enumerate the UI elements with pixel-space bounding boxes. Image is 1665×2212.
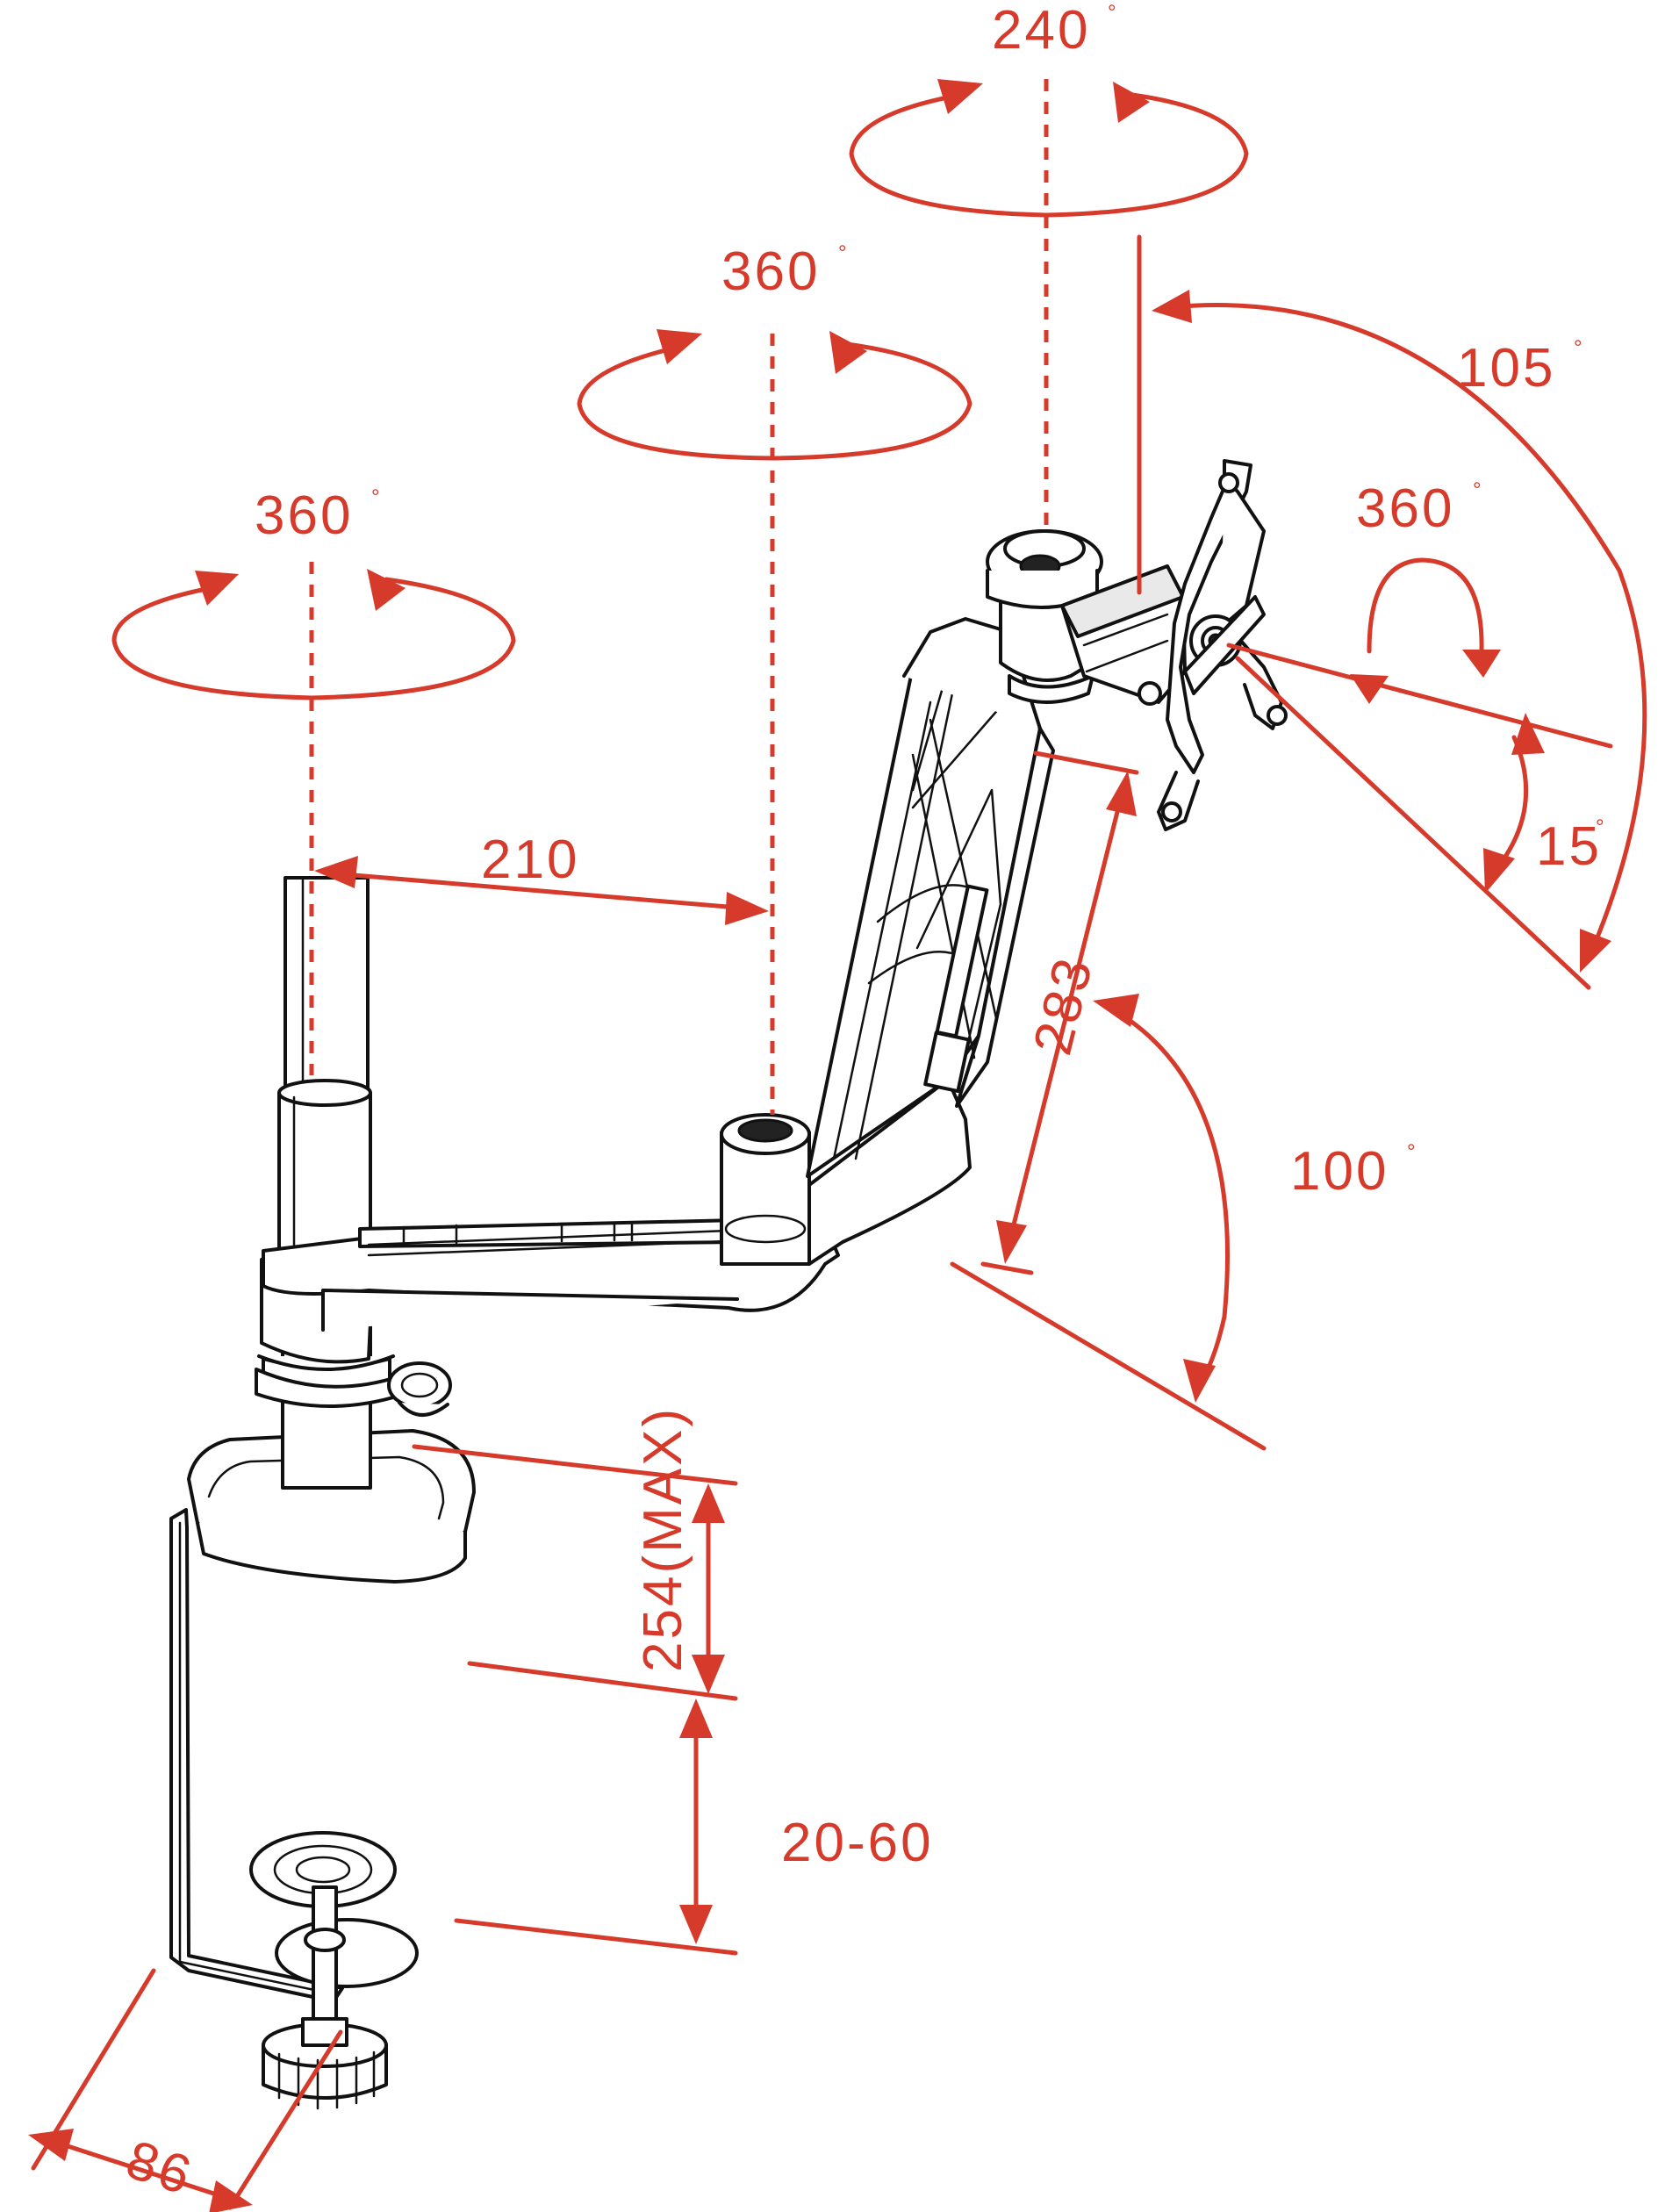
dimension-overlay (28, 79, 1647, 2212)
label-base-width: 86 (119, 2129, 201, 2208)
degree-mark: ° (371, 485, 380, 509)
tilt-lower-ref (1235, 656, 1591, 990)
dim-283-ext-bottom (980, 1261, 1034, 1275)
monitor-arm-line-art (169, 459, 1288, 2110)
dim-283-line (1007, 792, 1124, 1245)
degree-mark: ° (1407, 1140, 1416, 1164)
vesa-plate (1157, 459, 1288, 831)
dim-210-line (331, 871, 750, 911)
clamp-plate (275, 1918, 419, 1988)
label-rot-head: 240 (992, 0, 1090, 61)
arm-segment-2 (807, 1078, 972, 1266)
label-clamp-range: 20-60 (781, 1813, 934, 1873)
dimension-labels: 240 ° 360 ° 360 ° 105 ° 360 ° 15 ° 100 °… (119, 0, 1604, 2207)
label-tilt-small: 15 (1536, 816, 1602, 877)
degree-mark: ° (1574, 336, 1582, 360)
dim-100-arc (1110, 1007, 1231, 1382)
dim-100-ref-line (950, 1261, 1267, 1451)
dim-15-arc (1494, 735, 1529, 872)
label-tilt-total: 105 (1457, 338, 1555, 399)
dim-86-line (52, 2139, 233, 2201)
label-rot-arm2: 360 (721, 241, 820, 302)
label-rot-pole: 360 (255, 485, 353, 546)
label-arm-angle: 100 (1290, 1141, 1389, 1202)
swivel-arc (1367, 557, 1484, 654)
dim-254-ext-top (412, 1444, 738, 1486)
dim-283-ext-top (1033, 750, 1139, 775)
rotation-ellipse-icon (111, 569, 516, 700)
tilt-center-line (1226, 643, 1613, 749)
label-swivel: 360 (1356, 478, 1454, 539)
degree-mark: ° (1108, 1, 1116, 25)
label-height-max: 254(MAX) (633, 1406, 693, 1672)
rotation-ellipse-icon (849, 79, 1249, 218)
dim-254-ext-bottom (467, 1661, 738, 1701)
cable-clip (387, 1361, 452, 1409)
rotation-ellipse-icon (577, 329, 972, 461)
label-len-arm1: 210 (481, 830, 579, 890)
degree-mark: ° (1596, 815, 1604, 839)
dim-2060-ext-bottom (454, 1918, 738, 1956)
dim-86-ext-right (227, 2029, 343, 2210)
dim-105-arc (1169, 303, 1647, 951)
label-len-arm2: 283 (1023, 951, 1105, 1061)
degree-mark: ° (838, 241, 847, 265)
degree-mark: ° (1473, 478, 1482, 502)
